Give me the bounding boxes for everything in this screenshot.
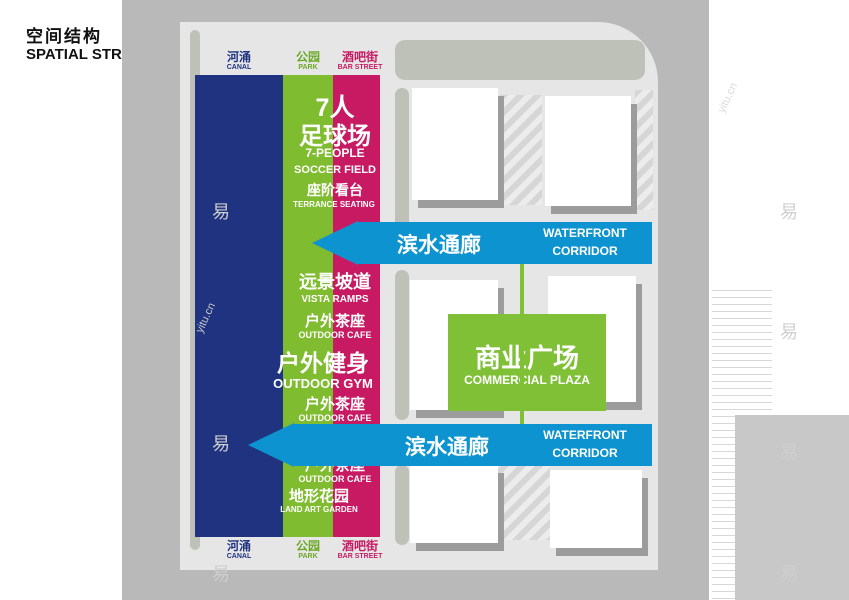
corridor-1-en-2: CORRIDOR [552,244,618,258]
tree-row-north [395,40,645,80]
soccer-en-1: 7-PEOPLE [305,146,365,160]
plaza-en: COMMERCIAL PLAZA [464,373,590,387]
watermark-glyph: 易 [212,202,230,222]
bar-label-bottom: 酒吧街 [341,539,378,553]
bar-label-bottom-en: BAR STREET [337,553,383,560]
park-label-top: 公园 [295,50,320,64]
corridor-2-cn: 滨水通廊 [405,436,489,459]
canal-label-top-en: CANAL [226,64,252,71]
canal-label-bottom-en: CANAL [226,553,252,560]
park-label-bottom: 公园 [295,539,320,553]
cafe1-cn: 户外茶座 [304,313,365,330]
vista-cn: 远景坡道 [299,272,371,292]
corridor-2-arrow-left-icon [248,423,294,467]
paving-south [490,460,550,540]
vista-en: VISTA RAMPS [301,294,369,305]
canal-label-top: 河涌 [226,50,251,64]
corridor-1-en-1: WATERFRONT [543,226,627,240]
paving-north [500,95,542,205]
gym-en: OUTDOOR GYM [273,376,373,391]
corridor-2-en-1: WATERFRONT [543,428,627,442]
watermark-glyph: 易 [212,434,230,454]
building-se [550,470,642,548]
canal-label-bottom: 河涌 [226,539,251,553]
plaza-cn: 商业广场 [474,343,579,373]
soccer-title-1: 7人 [315,94,355,122]
paving-east [635,90,653,210]
watermark-glyph: 易 [780,322,798,342]
park-label-bottom-en: PARK [298,553,318,560]
building-sw [410,465,498,543]
plaza-connector-line [520,262,524,432]
soccer-title-2: 足球场 [299,123,371,150]
cafe2-en: OUTDOOR CAFE [298,413,372,423]
gym-cn: 户外健身 [277,350,369,376]
tree-row-mid2 [395,270,409,420]
tree-row-south [395,465,409,545]
title-chinese: 空间结构 [26,27,102,46]
corridor-1-cn: 滨水通廊 [397,234,481,257]
bar-label-top-en: BAR STREET [337,64,383,71]
waterfront-corridor-2 [292,424,652,466]
commercial-plaza-block [448,314,606,411]
soccer-en-2: SOCCER FIELD [294,164,376,176]
tree-row-mid [395,88,409,258]
watermark-glyph: 易 [780,442,798,462]
cafe2-cn: 户外茶座 [304,396,365,413]
neighbor-block [735,415,849,600]
corridor-2-en-2: CORRIDOR [552,446,618,460]
watermark-glyph: 易 [212,564,230,584]
park-label-top-en: PARK [298,64,318,71]
building-nw [412,88,498,200]
watermark-glyph: 易 [780,202,798,222]
garden-cn: 地形花园 [288,488,349,505]
terrace-en: TERRANCE SEATING [293,200,375,209]
cafe3-en: OUTDOOR CAFE [298,474,372,484]
corridor-1-arrow-left-icon [312,221,358,265]
bar-label-top: 酒吧街 [341,50,378,64]
building-ne [545,96,631,206]
cafe1-en: OUTDOOR CAFE [298,330,372,340]
waterfront-corridor-1 [356,222,652,264]
watermark-glyph: 易 [780,564,798,584]
terrace-cn: 座阶看台 [307,182,363,198]
garden-en: LAND ART GARDEN [280,505,358,514]
